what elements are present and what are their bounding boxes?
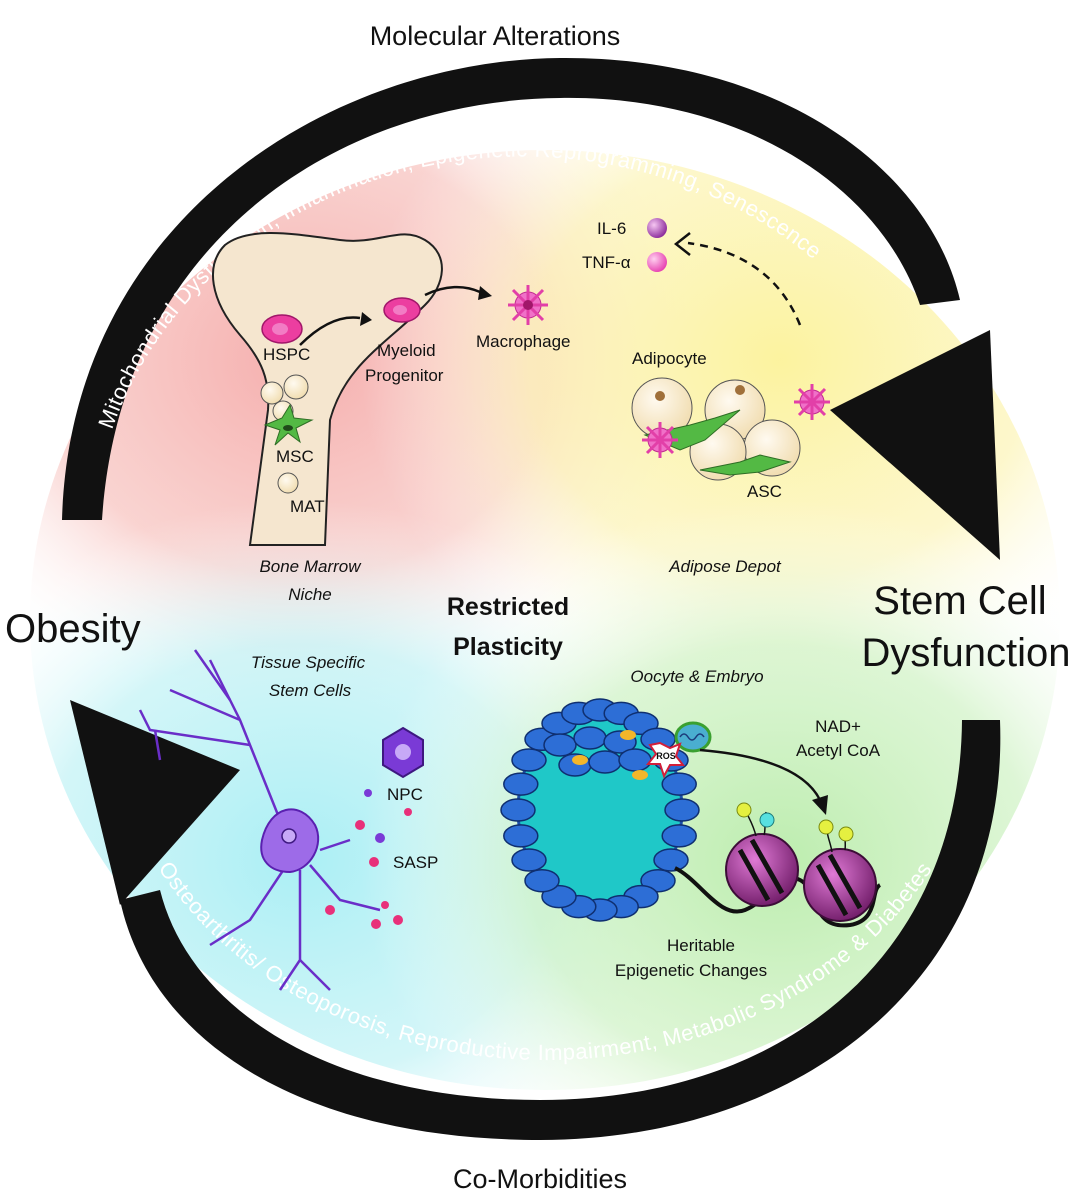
npc-label: NPC	[387, 785, 423, 804]
stem-cell-label: Stem Cell	[873, 579, 1046, 623]
molecular-alterations-title: Molecular Alterations	[370, 21, 621, 51]
arrowhead	[478, 286, 492, 300]
adipocyte-nucleus	[655, 391, 665, 401]
myeloid-label-2: Progenitor	[365, 366, 444, 385]
embryo-cell	[661, 824, 697, 848]
epigenetic-mark	[736, 802, 752, 818]
epigenetic-mark	[838, 826, 854, 842]
ros-label: ROS	[656, 751, 676, 761]
ros-burst	[645, 741, 686, 779]
adipocyte-nucleus	[735, 385, 745, 395]
inner-cell-mass-cell	[573, 726, 607, 750]
embryo-cell	[503, 824, 539, 848]
nad-label: NAD+	[815, 717, 861, 736]
arrowhead	[812, 795, 828, 815]
embryo-cell	[623, 711, 659, 736]
restricted-label: Restricted	[447, 593, 569, 621]
embryo-cell	[500, 798, 536, 822]
dysfunction-label: Dysfunction	[862, 631, 1071, 675]
mitochondrion-crista	[679, 733, 705, 741]
embryo-cell	[511, 848, 547, 872]
adipose-macrophage	[794, 384, 830, 420]
epigenetic-mark	[759, 812, 775, 828]
oocyte-embryo-label: Oocyte & Embryo	[630, 667, 763, 686]
tnf-ball	[647, 252, 667, 272]
nucleosome	[725, 833, 799, 907]
bone-niche-label-1: Bone Marrow	[259, 557, 362, 576]
embryo-cell	[541, 884, 577, 909]
myeloid-to-macrophage-arrow	[424, 285, 481, 297]
arrowhead	[360, 312, 372, 326]
bottom-arrowhead	[70, 700, 240, 905]
adipose-macrophage	[642, 422, 678, 458]
adipose-depot-label: Adipose Depot	[668, 557, 782, 576]
npc-nucleus	[395, 744, 411, 760]
cytokine-dashed-arrow	[687, 241, 802, 326]
embryo-cell	[511, 748, 547, 772]
macrophage-label: Macrophage	[476, 332, 571, 351]
inner-cell-mass-cell	[588, 750, 622, 774]
embryo-cell	[524, 868, 560, 893]
sasp-label: SASP	[393, 853, 438, 872]
asc-cell	[699, 454, 792, 476]
neuron-dendrites	[138, 649, 381, 991]
neuro-panel: Tissue Specific Stem Cells NPC	[138, 649, 438, 991]
msc-nucleus	[283, 425, 293, 431]
mat-label: MAT	[290, 497, 325, 516]
adipocyte-label: Adipocyte	[632, 349, 707, 368]
mat-cell	[277, 472, 299, 494]
bone-niche-label-2: Niche	[288, 585, 331, 604]
nucleosome-dna-wrap	[815, 853, 863, 917]
nucleosome-dna-wrap	[737, 838, 785, 902]
tnf-label: TNF-α	[582, 253, 631, 272]
neuron-nucleus	[281, 828, 297, 844]
embryo-cell	[503, 772, 539, 796]
myeloid-nucleus	[393, 305, 407, 315]
hspc-nucleus	[272, 323, 288, 335]
inner-cell-mass-cell	[618, 748, 652, 772]
msc-label: MSC	[276, 447, 314, 466]
hspc-to-myeloid-arrow	[299, 316, 361, 346]
obesity-label: Obesity	[5, 607, 141, 651]
nucleosome	[803, 848, 877, 922]
myeloid-label-1: Myeloid	[377, 341, 436, 360]
epigenetic-mark	[818, 819, 834, 835]
marrow-fat-cell	[260, 381, 284, 405]
bone-marrow-panel: HSPC MSC MAT Myeloid Progenitor Macropha…	[212, 232, 571, 604]
dna-strand	[674, 866, 882, 928]
embryo-panel: Oocyte & Embryo ROS NAD+ Acetyl CoA Heri…	[500, 667, 882, 980]
tissue-title-2: Stem Cells	[269, 681, 352, 700]
lipid-droplet	[632, 770, 648, 780]
macrophage-cell	[508, 285, 548, 325]
lipid-droplet	[620, 730, 636, 740]
plasticity-label: Plasticity	[453, 633, 563, 661]
tissue-title-1: Tissue Specific	[251, 653, 366, 672]
co-morbidities-title: Co-Morbidities	[453, 1164, 627, 1194]
adipose-panel: IL-6 TNF-α Adipocyte ASC Adipose Depot	[582, 218, 830, 576]
marrow-fat-cell	[283, 374, 309, 400]
embryo-cell	[661, 772, 697, 796]
hspc-label: HSPC	[263, 345, 310, 364]
msc-cell	[263, 403, 314, 446]
embryo-cell	[653, 848, 689, 872]
arrowhead	[673, 232, 691, 256]
embryo-cell	[640, 868, 676, 893]
inner-cell-mass-cell	[543, 733, 577, 757]
lipid-droplet	[572, 755, 588, 765]
ros-to-chromatin-arrow	[699, 748, 822, 801]
embryo-cell	[664, 798, 700, 822]
top-cycle-arrow	[62, 57, 1000, 560]
il6-ball	[647, 218, 667, 238]
heritable-label-2: Epigenetic Changes	[615, 961, 767, 980]
heritable-label-1: Heritable	[667, 936, 735, 955]
acetyl-label: Acetyl CoA	[796, 741, 881, 760]
mitochondrion	[674, 721, 712, 753]
bottom-cycle-arrow	[70, 700, 1001, 1140]
top-arrowhead	[830, 330, 1000, 560]
sasp-particles	[325, 789, 412, 929]
asc-label: ASC	[747, 482, 782, 501]
il6-label: IL-6	[597, 219, 626, 238]
